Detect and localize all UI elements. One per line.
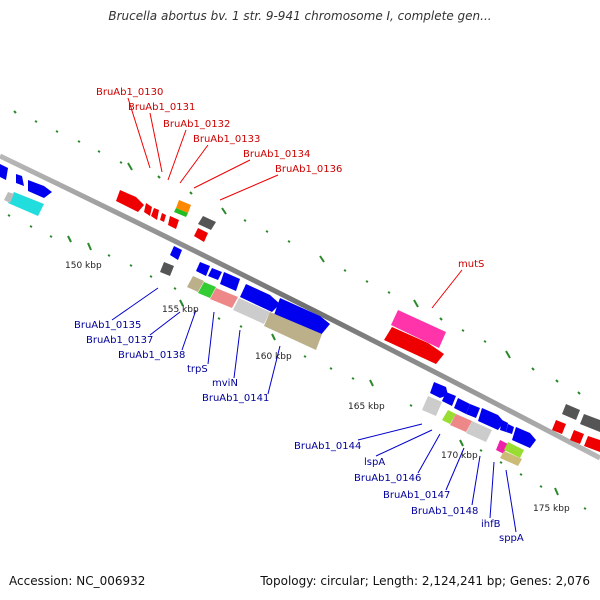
scale-label: 165 kbp: [348, 402, 385, 412]
gene-arrow[interactable]: [552, 420, 566, 434]
forward-label-leaders: [127, 97, 463, 309]
gene-label-bruab1-0137[interactable]: BruAb1_0137: [86, 335, 153, 346]
gene-block[interactable]: [391, 310, 446, 348]
gene-arrow[interactable]: [116, 190, 144, 212]
gene-arrow[interactable]: [274, 298, 330, 336]
outer-tick-marks: [13, 110, 581, 395]
gene-arrow[interactable]: [220, 272, 240, 291]
genome-stats-text: Topology: circular; Length: 2,124,241 bp…: [260, 574, 590, 588]
gene-block[interactable]: [8, 192, 44, 216]
gene-label-bruab1-0135[interactable]: BruAb1_0135: [74, 320, 141, 331]
gene-block[interactable]: [198, 216, 216, 230]
gene-block[interactable]: [422, 396, 442, 416]
gene-label-bruab1-0146[interactable]: BruAb1_0146: [354, 473, 421, 484]
gene-block[interactable]: [233, 298, 270, 324]
gene-block[interactable]: [562, 404, 580, 420]
gene-label-sppa[interactable]: sppA: [499, 533, 524, 544]
gene-arrow[interactable]: [500, 420, 508, 432]
gene-arrow[interactable]: [506, 424, 514, 434]
gene-arrow[interactable]: [442, 392, 456, 406]
gene-block[interactable]: [198, 282, 216, 298]
scale-labels: 150 kbp 155 kbp 160 kbp 165 kbp 170 kbp …: [65, 261, 570, 514]
inner-tick-marks: [7, 214, 587, 510]
gene-arrow[interactable]: [194, 228, 208, 242]
gene-block[interactable]: [210, 288, 238, 308]
scale-label: 175 kbp: [533, 504, 570, 514]
scale-label: 160 kbp: [255, 352, 292, 362]
gene-arrow[interactable]: [570, 430, 584, 444]
gene-arrow[interactable]: [151, 208, 159, 220]
gene-arrow[interactable]: [478, 408, 504, 430]
gene-block[interactable]: [4, 192, 14, 203]
gene-arrow[interactable]: [16, 174, 24, 186]
reverse-strand-genes: [4, 192, 536, 466]
scale-label: 155 kbp: [162, 305, 199, 315]
gene-arrow[interactable]: [512, 427, 536, 448]
chromosome-backbone: [0, 153, 600, 461]
gene-label-lspa[interactable]: lspA: [364, 457, 385, 468]
gene-block[interactable]: [264, 312, 322, 350]
gene-arrow[interactable]: [160, 213, 166, 222]
gene-block[interactable]: [466, 421, 492, 442]
gene-block[interactable]: [504, 442, 524, 458]
gene-label-bruab1-0131[interactable]: BruAb1_0131: [128, 102, 195, 113]
gene-label-bruab1-0141[interactable]: BruAb1_0141: [202, 393, 269, 404]
forward-strand-genes: [0, 164, 600, 452]
accession-text: Accession: NC_006932: [9, 574, 146, 588]
gene-label-bruab1-0130[interactable]: BruAb1_0130: [96, 87, 163, 98]
reverse-label-leaders: [111, 287, 517, 533]
forward-labels: BruAb1_0130 BruAb1_0131 BruAb1_0132 BruA…: [96, 87, 484, 270]
gene-label-bruab1-0133[interactable]: BruAb1_0133: [193, 134, 260, 145]
gene-label-bruab1-0134[interactable]: BruAb1_0134: [243, 149, 310, 160]
gene-label-bruab1-0144[interactable]: BruAb1_0144: [294, 441, 361, 452]
scale-label: 170 kbp: [441, 451, 478, 461]
gene-block[interactable]: [160, 262, 174, 276]
gene-arrow[interactable]: [384, 327, 444, 364]
gene-arrow[interactable]: [454, 398, 470, 414]
gene-arrow[interactable]: [0, 164, 8, 180]
gene-arrow[interactable]: [168, 216, 179, 229]
gene-arrow[interactable]: [466, 404, 480, 418]
gene-block[interactable]: [450, 414, 472, 432]
gene-arrow[interactable]: [196, 262, 210, 276]
map-title: Brucella abortus bv. 1 str. 9-941 chromo…: [108, 9, 492, 23]
gene-arrow[interactable]: [430, 382, 448, 398]
gene-label-ihfb[interactable]: ihfB: [481, 519, 501, 530]
gene-label-bruab1-0132[interactable]: BruAb1_0132: [163, 119, 230, 130]
gene-label-bruab1-0148[interactable]: BruAb1_0148: [411, 506, 478, 517]
gene-label-bruab1-0147[interactable]: BruAb1_0147: [383, 490, 450, 501]
gene-block[interactable]: [176, 200, 191, 213]
gene-label-muts[interactable]: mutS: [458, 259, 484, 270]
gene-arrow[interactable]: [28, 180, 52, 198]
gene-label-mvin[interactable]: mviN: [212, 378, 238, 389]
gene-block[interactable]: [442, 410, 456, 424]
gene-block[interactable]: [580, 414, 600, 432]
scale-label: 150 kbp: [65, 261, 102, 271]
gene-block[interactable]: [174, 208, 188, 217]
gene-arrow[interactable]: [240, 284, 280, 312]
gene-label-bruab1-0138[interactable]: BruAb1_0138: [118, 350, 185, 361]
gene-label-bruab1-0136[interactable]: BruAb1_0136: [275, 164, 342, 175]
gene-arrow[interactable]: [170, 246, 182, 260]
gene-block[interactable]: [584, 436, 600, 452]
reverse-labels: BruAb1_0135 BruAb1_0137 BruAb1_0138 trpS…: [74, 320, 524, 544]
gene-block[interactable]: [187, 276, 204, 292]
gene-label-trps[interactable]: trpS: [187, 364, 208, 375]
gene-arrow[interactable]: [144, 203, 152, 216]
gene-arrow[interactable]: [208, 268, 222, 280]
gene-block[interactable]: [500, 451, 522, 466]
